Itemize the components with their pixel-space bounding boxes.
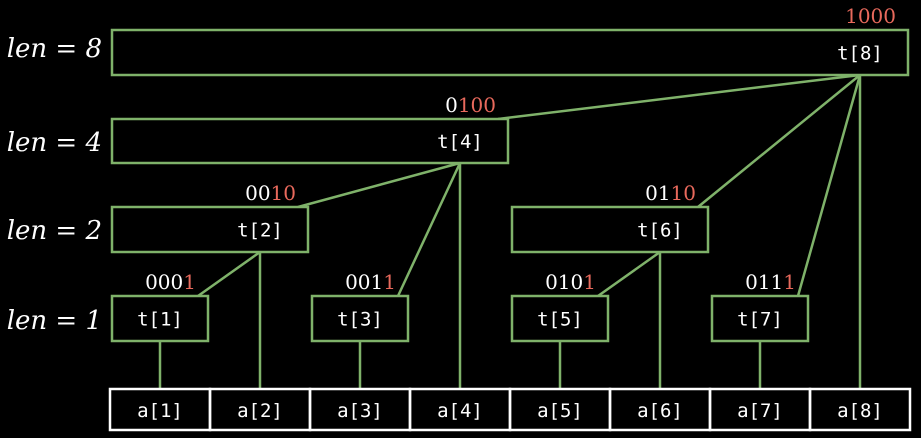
level-label-len2: len = 2 xyxy=(7,216,102,246)
binary-prefix: 0 xyxy=(445,93,458,117)
tree-node-t7 xyxy=(710,294,810,343)
tree-node-t5 xyxy=(510,294,610,343)
tree-node-t4 xyxy=(110,117,510,165)
array-cell-label: a[7] xyxy=(737,400,783,422)
binary-lowbit: 1 xyxy=(583,270,596,294)
binary-prefix: 00 xyxy=(245,181,270,205)
tree-node-label-t1: t[1] xyxy=(137,309,183,331)
binary-index-t4: 0100 xyxy=(445,93,496,117)
binary-lowbit: 10 xyxy=(271,181,296,205)
array-cell-label: a[1] xyxy=(137,400,183,422)
tree-node-t6 xyxy=(510,205,710,254)
tree-node-label-t6: t[6] xyxy=(637,220,683,242)
edge-t8-t7 xyxy=(796,74,862,297)
binary-lowbit: 1 xyxy=(183,270,196,294)
tree-node-label-t3: t[3] xyxy=(337,309,383,331)
binary-prefix: 011 xyxy=(745,270,783,294)
level-label-len1: len = 1 xyxy=(7,306,102,336)
array-cell-label: a[4] xyxy=(437,400,483,422)
tree-nodes-layer: t[8]1000t[4]0100t[2]0010t[6]0110t[1]0001… xyxy=(110,4,910,343)
binary-index-t8: 1000 xyxy=(845,4,896,28)
edge-t2-t1 xyxy=(197,250,261,298)
edge-t8-t4 xyxy=(497,73,861,121)
array-layer: a[1] a[2] a[3] a[4] a[5] a[6] a[7] a[8] xyxy=(108,387,912,432)
tree-node-label-t5: t[5] xyxy=(537,309,583,331)
tree-node-t3 xyxy=(310,294,410,343)
tree-node-t8 xyxy=(110,28,910,77)
level-label-len4: len = 4 xyxy=(7,128,102,158)
array-cell-8 xyxy=(808,387,912,432)
binary-index-t5: 0101 xyxy=(545,270,596,294)
edge-t4-t2 xyxy=(297,161,461,209)
array-cell-label: a[3] xyxy=(337,400,383,422)
level-label-len8: len = 8 xyxy=(7,34,102,64)
array-cell-label: a[6] xyxy=(637,400,683,422)
binary-lowbit: 10 xyxy=(671,181,696,205)
binary-lowbit: 1 xyxy=(783,270,796,294)
edge-t8-t6 xyxy=(697,74,861,208)
array-cell-label: a[5] xyxy=(537,400,583,422)
binary-index-t7: 0111 xyxy=(745,270,796,294)
binary-lowbit: 100 xyxy=(458,93,496,117)
array-cell-label: a[2] xyxy=(237,400,283,422)
binary-index-t6: 0110 xyxy=(645,181,696,205)
binary-prefix: 000 xyxy=(145,270,183,294)
binary-prefix: 01 xyxy=(645,181,670,205)
binary-index-t1: 0001 xyxy=(145,270,196,294)
binary-prefix: 010 xyxy=(545,270,583,294)
edge-t4-t3 xyxy=(396,162,462,297)
tree-node-label-t2: t[2] xyxy=(237,220,283,242)
tree-node-t2 xyxy=(110,205,310,254)
edges-layer xyxy=(158,73,862,389)
binary-index-t3: 0011 xyxy=(345,270,396,294)
tree-node-label-t8: t[8] xyxy=(837,43,883,65)
tree-node-t1 xyxy=(110,294,210,343)
binary-lowbit: 1000 xyxy=(845,4,896,28)
edge-t6-t5 xyxy=(597,250,661,298)
tree-node-label-t7: t[7] xyxy=(737,309,783,331)
binary-index-t2: 0010 xyxy=(245,181,296,205)
tree-node-label-t4: t[4] xyxy=(437,131,483,153)
array-cell-label: a[8] xyxy=(837,400,883,422)
binary-prefix: 001 xyxy=(345,270,383,294)
binary-lowbit: 1 xyxy=(383,270,396,294)
